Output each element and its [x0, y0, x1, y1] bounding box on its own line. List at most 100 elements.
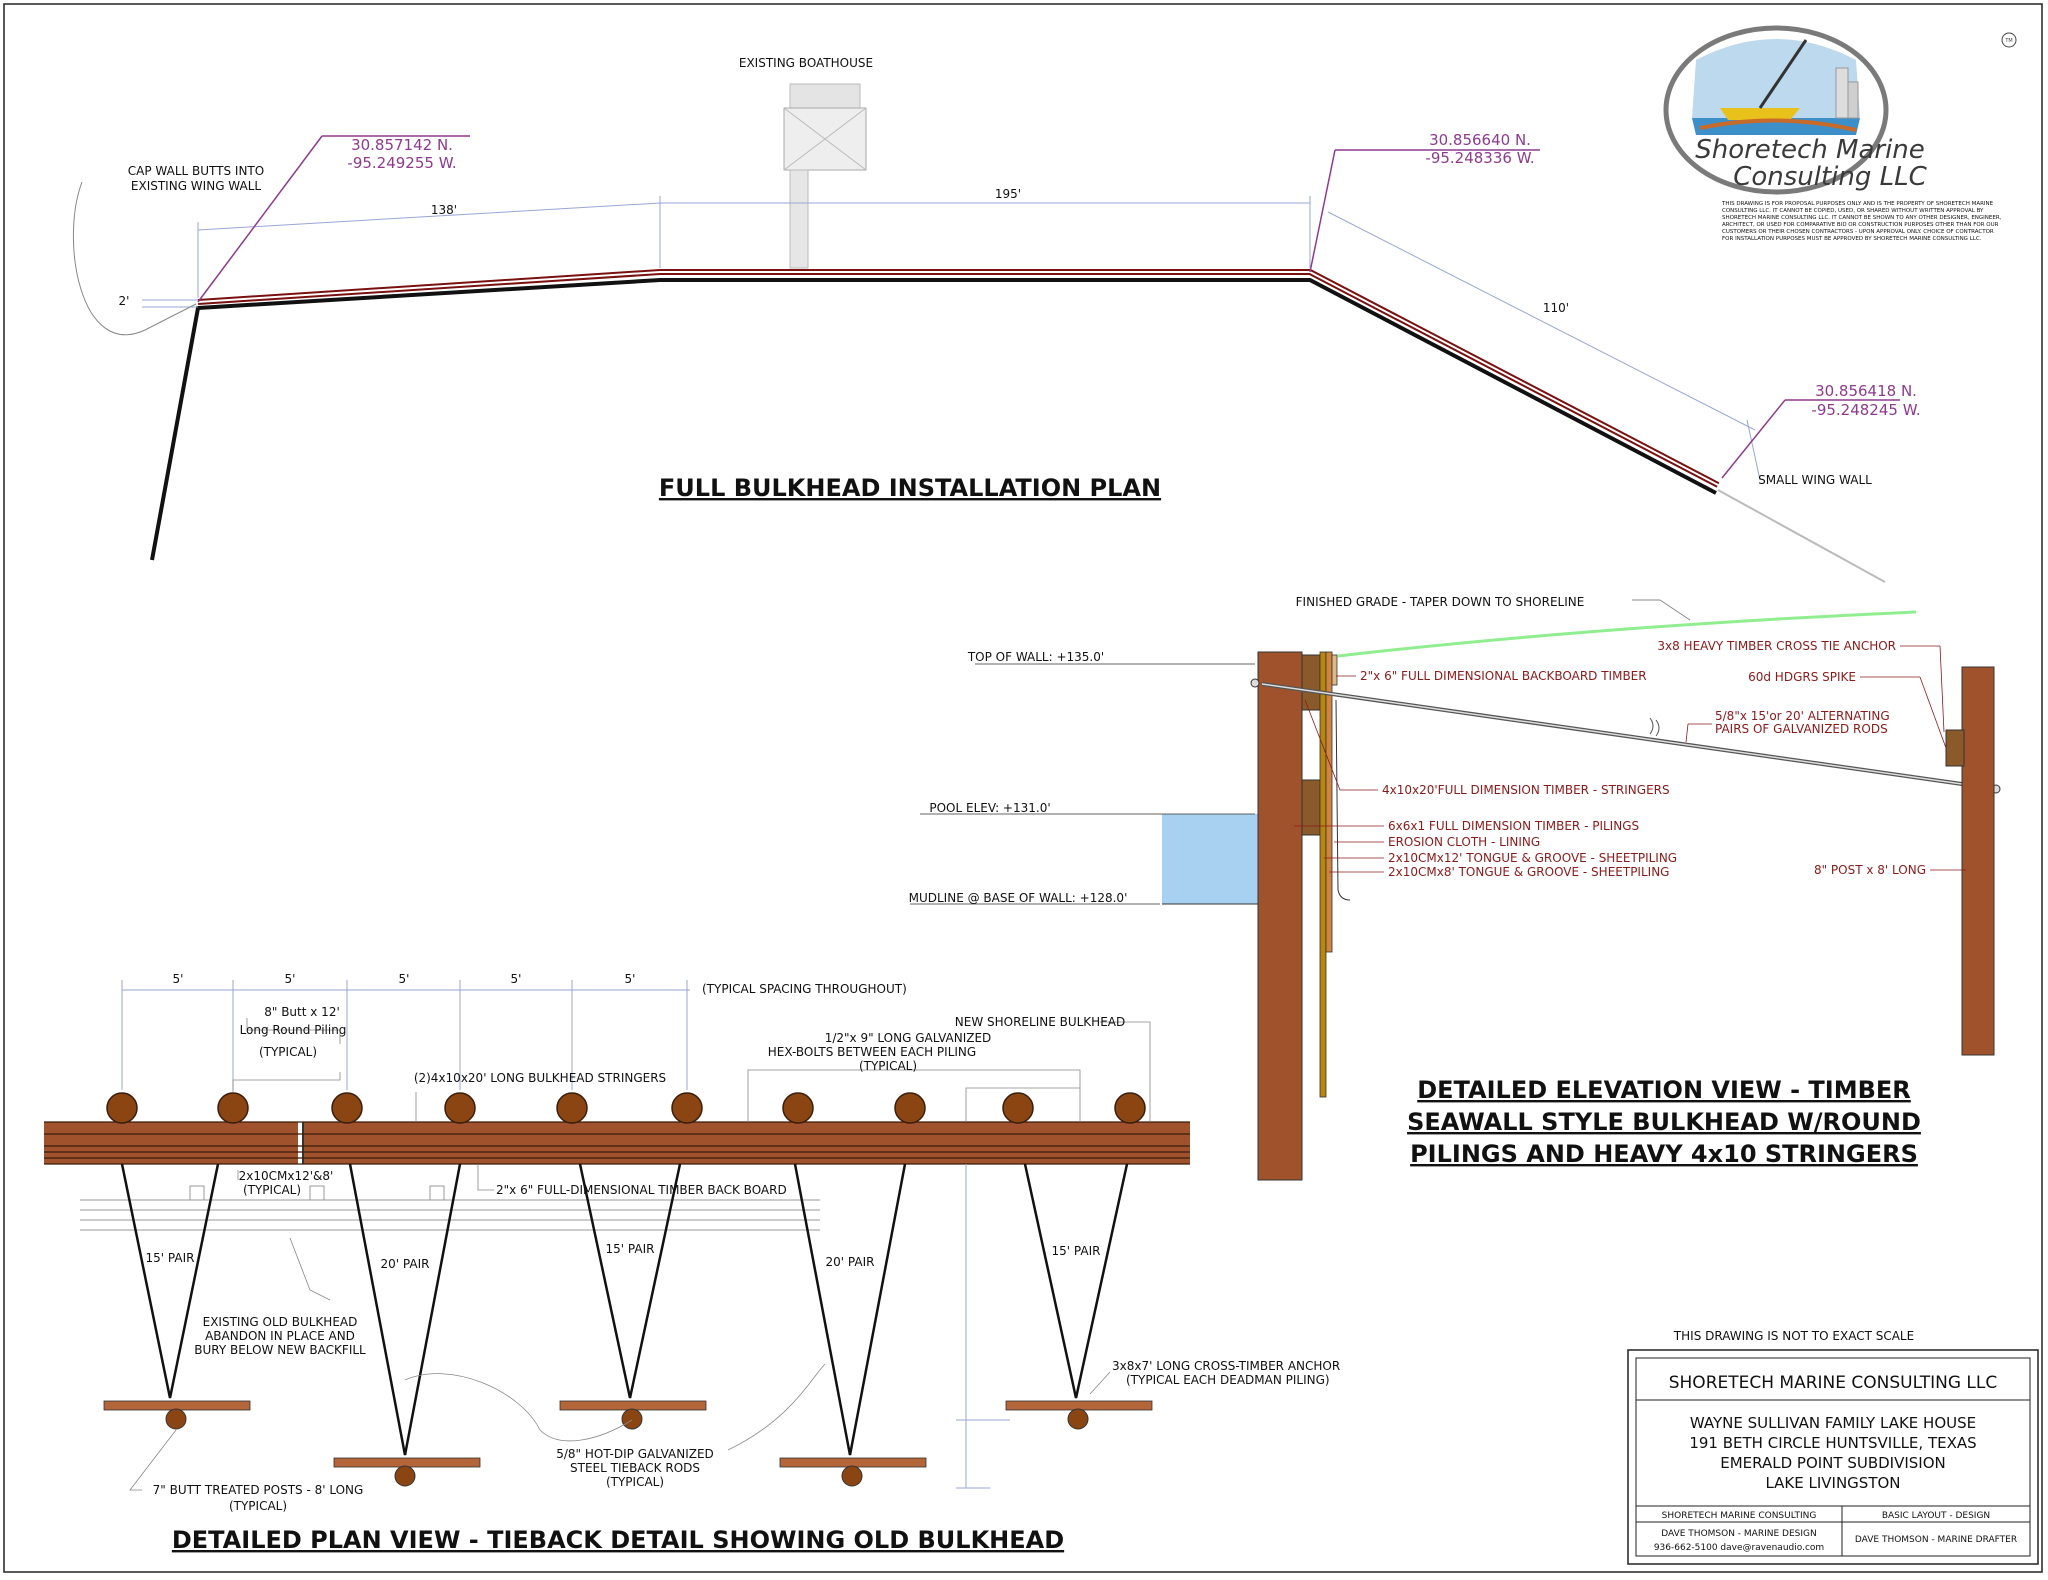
- leader: [129, 1429, 177, 1491]
- logo-sky: [1692, 39, 1860, 118]
- tb-subdivision: EMERALD POINT SUBDIVISION: [1720, 1454, 1946, 1472]
- rods-label-2: PAIRS OF GALVANIZED RODS: [1715, 722, 1888, 736]
- sheet12-label: 2x10CMx12' TONGUE & GROOVE - SHEETPILING: [1388, 851, 1677, 865]
- tm-mark: [2001, 32, 2017, 48]
- cross-tie-label: 3x8 HEAVY TIMBER CROSS TIE ANCHOR: [1657, 639, 1896, 653]
- sheet-border: [3, 3, 2043, 1573]
- spike-label: 60d HDGRS SPIKE: [1748, 670, 1856, 684]
- tieback-rods-label-2: STEEL TIEBACK RODS: [570, 1461, 700, 1475]
- anchor-label-2: (TYPICAL EACH DEADMAN PILING): [1126, 1373, 1330, 1387]
- logo-crane: [1758, 39, 1808, 109]
- old-bulkhead-label-1: EXISTING OLD BULKHEAD: [203, 1315, 358, 1329]
- spacing-2: 5': [285, 972, 296, 986]
- plan-dimensions: [142, 196, 1761, 481]
- dim-110-text: 110': [1543, 301, 1569, 315]
- coord-2-n: 30.856640 N.: [1429, 131, 1531, 149]
- old-bulkhead-label-2: ABANDON IN PLACE AND: [205, 1329, 355, 1343]
- grade-leader: [1659, 599, 1691, 621]
- dim-195-text: 195': [995, 187, 1021, 201]
- dim-138-text: 138': [431, 203, 457, 217]
- deadman-post: [841, 1465, 863, 1487]
- leader: [232, 1072, 341, 1092]
- coord-leader: [1309, 149, 1336, 273]
- pair-label-3: 15' PAIR: [606, 1242, 655, 1256]
- stringer-band-right: [304, 1122, 1190, 1164]
- spacing-4: 5': [511, 972, 522, 986]
- tb-lake: LAKE LIVINGSTON: [1765, 1474, 1900, 1492]
- installation-plan: EXISTING BOATHOUSE 138' 195' 110' 2' CAP…: [72, 56, 1921, 583]
- boathouse-label: EXISTING BOATHOUSE: [739, 56, 873, 70]
- stringer-upper: [1301, 654, 1321, 711]
- new-bulkhead-line-inner: [197, 271, 1719, 486]
- disclaimer-line: THIS DRAWING IS FOR PROPOSAL PURPOSES ON…: [1721, 201, 1994, 207]
- posts-label-2: (TYPICAL): [229, 1499, 287, 1513]
- old-bulkhead-label-3: BURY BELOW NEW BACKFILL: [194, 1343, 366, 1357]
- disclaimer-line: SHORETECH MARINE CONSULTING LLC. IT CANN…: [1722, 215, 2002, 221]
- detail-leaders: [129, 1018, 1151, 1491]
- dim-ext: [1746, 419, 1761, 481]
- band-break-line: [302, 1122, 304, 1164]
- piling-label-3: (TYPICAL): [259, 1045, 317, 1059]
- pair-label-1: 15' PAIR: [146, 1251, 195, 1265]
- leader: [1304, 699, 1378, 791]
- boathouse: EXISTING BOATHOUSE: [739, 56, 873, 269]
- tb-cell-company: SHORETECH MARINE CONSULTING: [1662, 1511, 1817, 1521]
- rods-label-1: 5/8"x 15'or 20' ALTERNATING: [1715, 709, 1890, 723]
- finished-grade-line: [1337, 610, 1917, 658]
- old-post: [309, 1185, 325, 1201]
- sheetpile-8: [1325, 651, 1333, 953]
- stringer-lower: [1301, 779, 1321, 836]
- backboard: [1331, 654, 1338, 686]
- pool-elev-label: POOL ELEV: +131.0': [929, 801, 1050, 815]
- old-post: [189, 1185, 205, 1201]
- erosion-label: EROSION CLOTH - LINING: [1388, 835, 1540, 849]
- coord-3-w: -95.248245 W.: [1811, 401, 1920, 419]
- old-post: [429, 1185, 445, 1201]
- deadman-post: [1961, 666, 1995, 1056]
- tieback-rods-label-1: 5/8" HOT-DIP GALVANIZED: [556, 1447, 714, 1461]
- piling-label-1: 8" Butt x 12': [264, 1005, 340, 1019]
- deadman-post: [1067, 1408, 1089, 1430]
- spacing-3: 5': [399, 972, 410, 986]
- title-block: THIS DRAWING IS NOT TO EXACT SCALE SHORE…: [1627, 1329, 2039, 1565]
- disclaimer: THIS DRAWING IS FOR PROPOSAL PURPOSES ON…: [1721, 201, 2002, 242]
- coord-3-n: 30.856418 N.: [1815, 382, 1917, 400]
- pair-label-2: 20' PAIR: [381, 1257, 430, 1271]
- tb-designer: DAVE THOMSON - MARINE DESIGN: [1661, 1529, 1816, 1539]
- sheetpile-label-2: (TYPICAL): [243, 1183, 301, 1197]
- band-break: [298, 1122, 304, 1164]
- piling: [1114, 1092, 1146, 1124]
- stringers-label: (2)4x10x20' LONG BULKHEAD STRINGERS: [414, 1071, 666, 1085]
- cap-wall-note-line1: CAP WALL BUTTS INTO: [128, 164, 264, 178]
- elevation-callouts: [1294, 645, 1966, 873]
- tb-company: SHORETECH MARINE CONSULTING LLC: [1669, 1373, 1998, 1393]
- piling: [331, 1092, 363, 1124]
- roof-line: [783, 107, 867, 171]
- cap-wall-leader: [72, 181, 197, 336]
- erosion-cloth: [1335, 699, 1351, 901]
- piling: [556, 1092, 588, 1124]
- cross-tie-anchor: [1945, 729, 1965, 767]
- piling-label-2: Long Round Piling: [240, 1023, 347, 1037]
- sheetpile-label-1: 2x10CMx12'&8': [239, 1169, 334, 1183]
- coordinate-2: 30.856640 N. -95.248336 W.: [1309, 131, 1540, 273]
- finished-grade-label: FINISHED GRADE - TAPER DOWN TO SHORELINE: [1296, 595, 1585, 609]
- pilings-label: 6x6x1 FULL DIMENSION TIMBER - PILINGS: [1388, 819, 1639, 833]
- break-mark: [1649, 717, 1660, 737]
- deadman-post: [394, 1465, 416, 1487]
- tb-cell-layout: BASIC LAYOUT - DESIGN: [1882, 1511, 1990, 1521]
- title-block-inner: [1635, 1357, 2031, 1557]
- deadman-post: [621, 1408, 643, 1430]
- leader: [404, 1373, 633, 1442]
- piling: [444, 1092, 476, 1124]
- rod-pair-15: [578, 1163, 682, 1399]
- new-bulkhead-line: [197, 269, 1720, 488]
- tie-rod-highlight: [1261, 683, 1991, 789]
- disclaimer-line: ARCHITECT, OR USED FOR COMPARATIVE BID O…: [1722, 222, 1999, 228]
- not-to-scale-note: THIS DRAWING IS NOT TO EXACT SCALE: [1673, 1329, 1914, 1343]
- rod-pair-20: [793, 1163, 907, 1456]
- title-block-frame: [1627, 1349, 2039, 1565]
- spacing-5: 5': [625, 972, 636, 986]
- tm-text: TM: [2004, 38, 2012, 44]
